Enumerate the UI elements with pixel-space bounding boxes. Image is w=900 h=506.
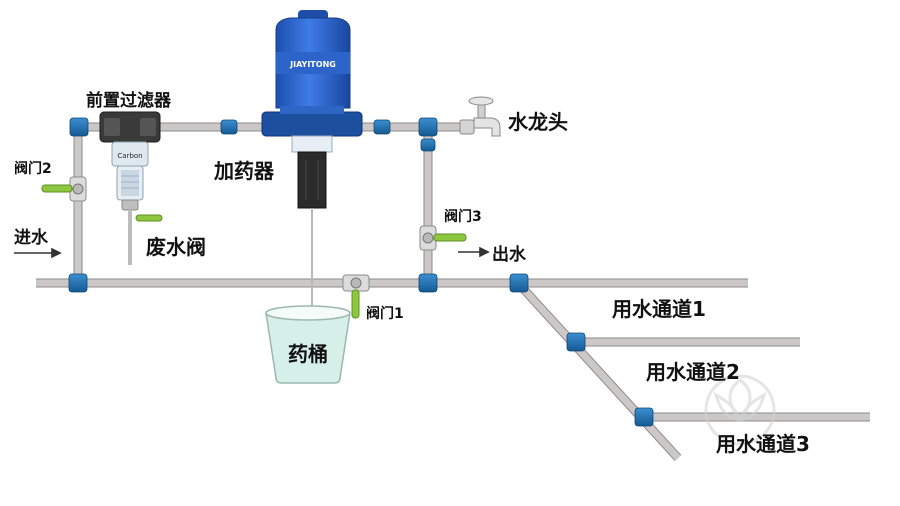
fitting-tee-channel3 — [634, 407, 654, 427]
valve2-label: 阀门2 — [14, 161, 52, 177]
filter-brand: Carbon — [117, 152, 142, 160]
fitting-tee-bottom-right — [418, 273, 438, 293]
valve3-label: 阀门3 — [444, 209, 482, 225]
doser-brand: JIAYITONG — [289, 60, 336, 69]
water-out-label: 出水 — [492, 245, 526, 265]
watermark-logo — [704, 374, 776, 446]
waste-valve-handle[interactable] — [135, 214, 163, 222]
waste-valve-label: 废水阀 — [146, 235, 206, 259]
channel3-label: 用水通道3 — [716, 432, 810, 456]
fitting-tee-channel2 — [566, 332, 586, 352]
fitting-coupler-vertical — [420, 138, 436, 152]
valve1-handle[interactable] — [351, 289, 360, 319]
fitting-elbow-top-left — [69, 117, 89, 137]
fitting-tee-bottom-left — [68, 273, 88, 293]
water-in-label: 进水 — [14, 228, 48, 248]
pre-filter: Carbon — [99, 111, 163, 265]
fittings — [68, 117, 654, 427]
bucket-label: 药桶 — [288, 342, 328, 366]
faucet[interactable] — [459, 96, 501, 137]
valve1-label: 阀门1 — [366, 306, 404, 322]
fitting-coupler-1 — [220, 119, 238, 135]
doser-label: 加药器 — [214, 159, 274, 183]
fitting-tee-branch — [509, 273, 529, 293]
valve3[interactable] — [419, 225, 467, 251]
channel2-label: 用水通道2 — [646, 360, 740, 384]
medicine-bucket — [265, 305, 351, 384]
faucet-label: 水龙头 — [508, 110, 568, 134]
channel1-label: 用水通道1 — [612, 297, 706, 321]
pre-filter-label: 前置过滤器 — [86, 91, 171, 111]
valve1[interactable] — [342, 274, 370, 319]
fitting-tee-top-right — [418, 117, 438, 137]
fitting-coupler-2 — [373, 119, 391, 135]
valve2[interactable] — [41, 176, 87, 202]
valve3-handle[interactable] — [433, 233, 467, 242]
valve2-handle[interactable] — [41, 184, 73, 193]
arrows — [14, 246, 490, 259]
doser: JIAYITONG — [261, 10, 363, 310]
